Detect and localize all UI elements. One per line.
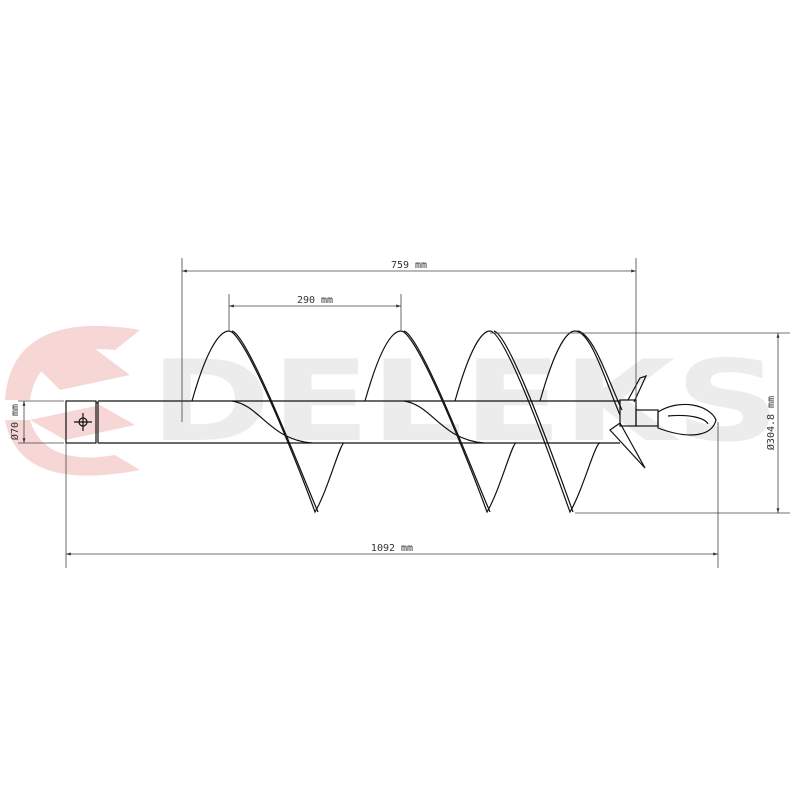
dim-label-pitch: 290 mm <box>297 295 333 306</box>
pin-hole-icon <box>74 413 92 431</box>
dim-label-flight-diameter: Ø304.8 mm <box>765 396 777 450</box>
dim-label-flight-length: 759 mm <box>391 260 427 271</box>
auger-flights <box>191 330 623 514</box>
dim-label-overall-length: 1092 mm <box>371 543 413 554</box>
pilot-bit <box>609 374 717 469</box>
watermark-text: DELEKS <box>150 337 780 467</box>
shaft <box>97 400 620 444</box>
brand-watermark: DELEKS <box>5 325 780 476</box>
dim-label-shaft-diameter: Ø70 mm <box>9 404 21 440</box>
coupling-collar <box>65 400 97 444</box>
